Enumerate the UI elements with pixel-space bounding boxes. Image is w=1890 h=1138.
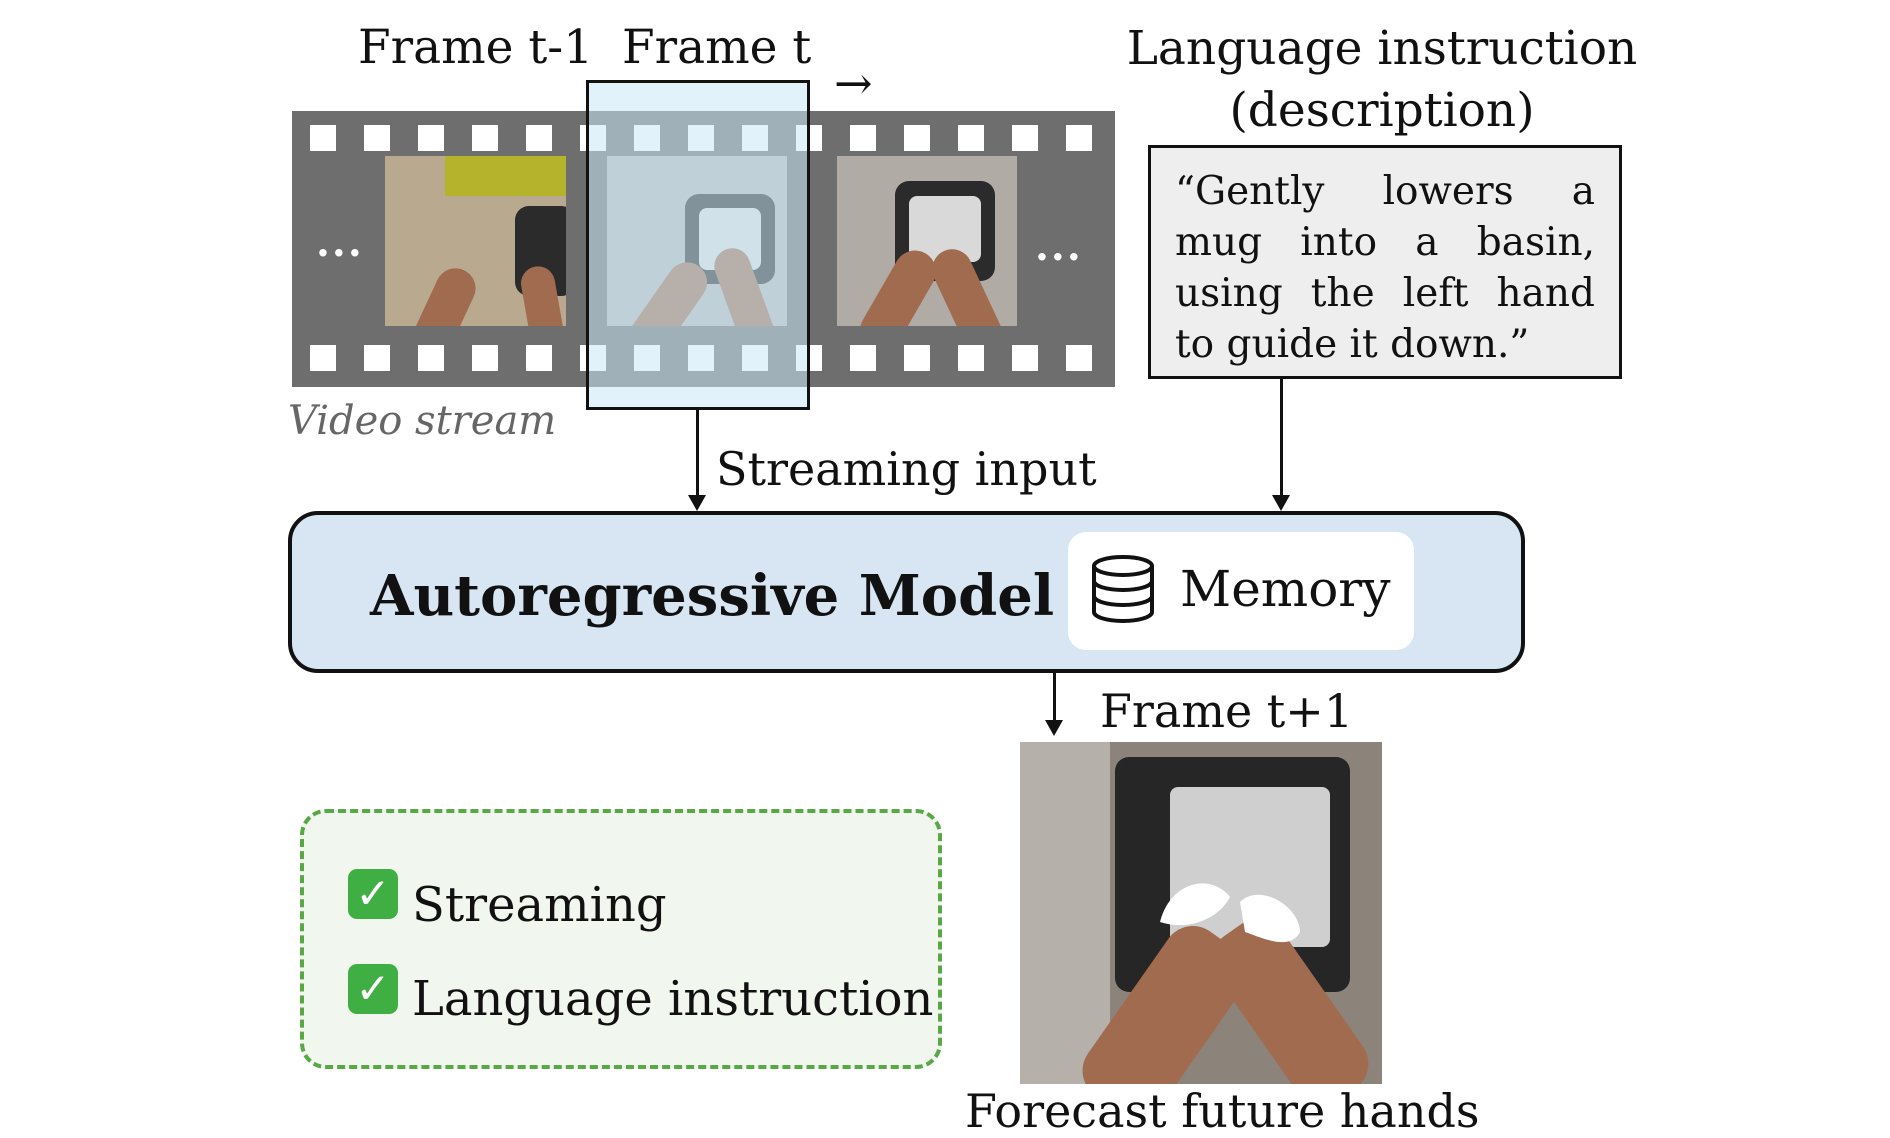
output-arrow-line — [1053, 673, 1056, 723]
sprocket-hole — [904, 125, 930, 151]
current-frame-highlight — [586, 80, 810, 410]
video-stream-label: Video stream — [288, 398, 557, 444]
sprocket-hole — [1012, 345, 1038, 371]
memory-label: Memory — [1180, 560, 1391, 618]
feature-language-label: Language instruction — [412, 971, 934, 1027]
frame-prev-image — [385, 156, 566, 326]
feature-streaming-label: Streaming — [412, 877, 667, 933]
frame-prev-label: Frame t-1 — [358, 20, 594, 75]
direction-arrow: → — [834, 56, 873, 110]
check-box-icon: ✓ — [348, 869, 398, 919]
instruction-arrow-head — [1272, 495, 1290, 511]
language-title-line1: Language instruction — [1126, 21, 1638, 76]
sprocket-hole — [364, 125, 390, 151]
sprocket-hole — [1012, 125, 1038, 151]
frame-current-label: Frame t — [622, 20, 812, 75]
sprocket-hole — [850, 345, 876, 371]
sprocket-hole — [310, 125, 336, 151]
sprocket-hole — [1066, 125, 1092, 151]
language-instruction-title: Language instruction (description) — [1102, 18, 1662, 142]
sprocket-hole — [418, 125, 444, 151]
instruction-text: “Gently lowers a mug into a basin, using… — [1175, 169, 1595, 367]
frame-next-image — [837, 156, 1017, 326]
output-arrow-head — [1045, 720, 1063, 736]
ellipsis-left: ... — [316, 219, 364, 266]
check-box-icon: ✓ — [348, 964, 398, 1014]
instruction-text-box: “Gently lowers a mug into a basin, using… — [1148, 145, 1622, 379]
sprocket-hole — [310, 345, 336, 371]
forecast-caption: Forecast future hands — [965, 1084, 1480, 1138]
frame-next-label: Frame t+1 — [1100, 684, 1354, 738]
streaming-input-label: Streaming input — [716, 442, 1097, 496]
autoregressive-model-box: Autoregressive Model Memory — [288, 511, 1525, 673]
sprocket-hole — [418, 345, 444, 371]
sprocket-hole — [472, 345, 498, 371]
sprocket-hole — [526, 345, 552, 371]
sprocket-hole — [364, 345, 390, 371]
features-box: ✓ Streaming ✓ Language instruction — [300, 809, 942, 1069]
sprocket-hole — [904, 345, 930, 371]
streaming-arrow-line — [696, 410, 699, 498]
sprocket-hole — [850, 125, 876, 151]
model-title: Autoregressive Model — [370, 563, 1055, 629]
ellipsis-right: ... — [1035, 223, 1083, 270]
sprocket-hole — [958, 125, 984, 151]
memory-box: Memory — [1068, 532, 1414, 650]
sprocket-hole — [472, 125, 498, 151]
language-title-line2: (description) — [1229, 83, 1535, 138]
sprocket-hole — [526, 125, 552, 151]
sprocket-hole — [1066, 345, 1092, 371]
database-icon — [1092, 555, 1154, 623]
forecast-frame-image — [1020, 742, 1382, 1084]
sprocket-hole — [958, 345, 984, 371]
instruction-arrow-line — [1280, 379, 1283, 498]
forecast-hand-mask — [1160, 883, 1300, 943]
streaming-arrow-head — [688, 495, 706, 511]
